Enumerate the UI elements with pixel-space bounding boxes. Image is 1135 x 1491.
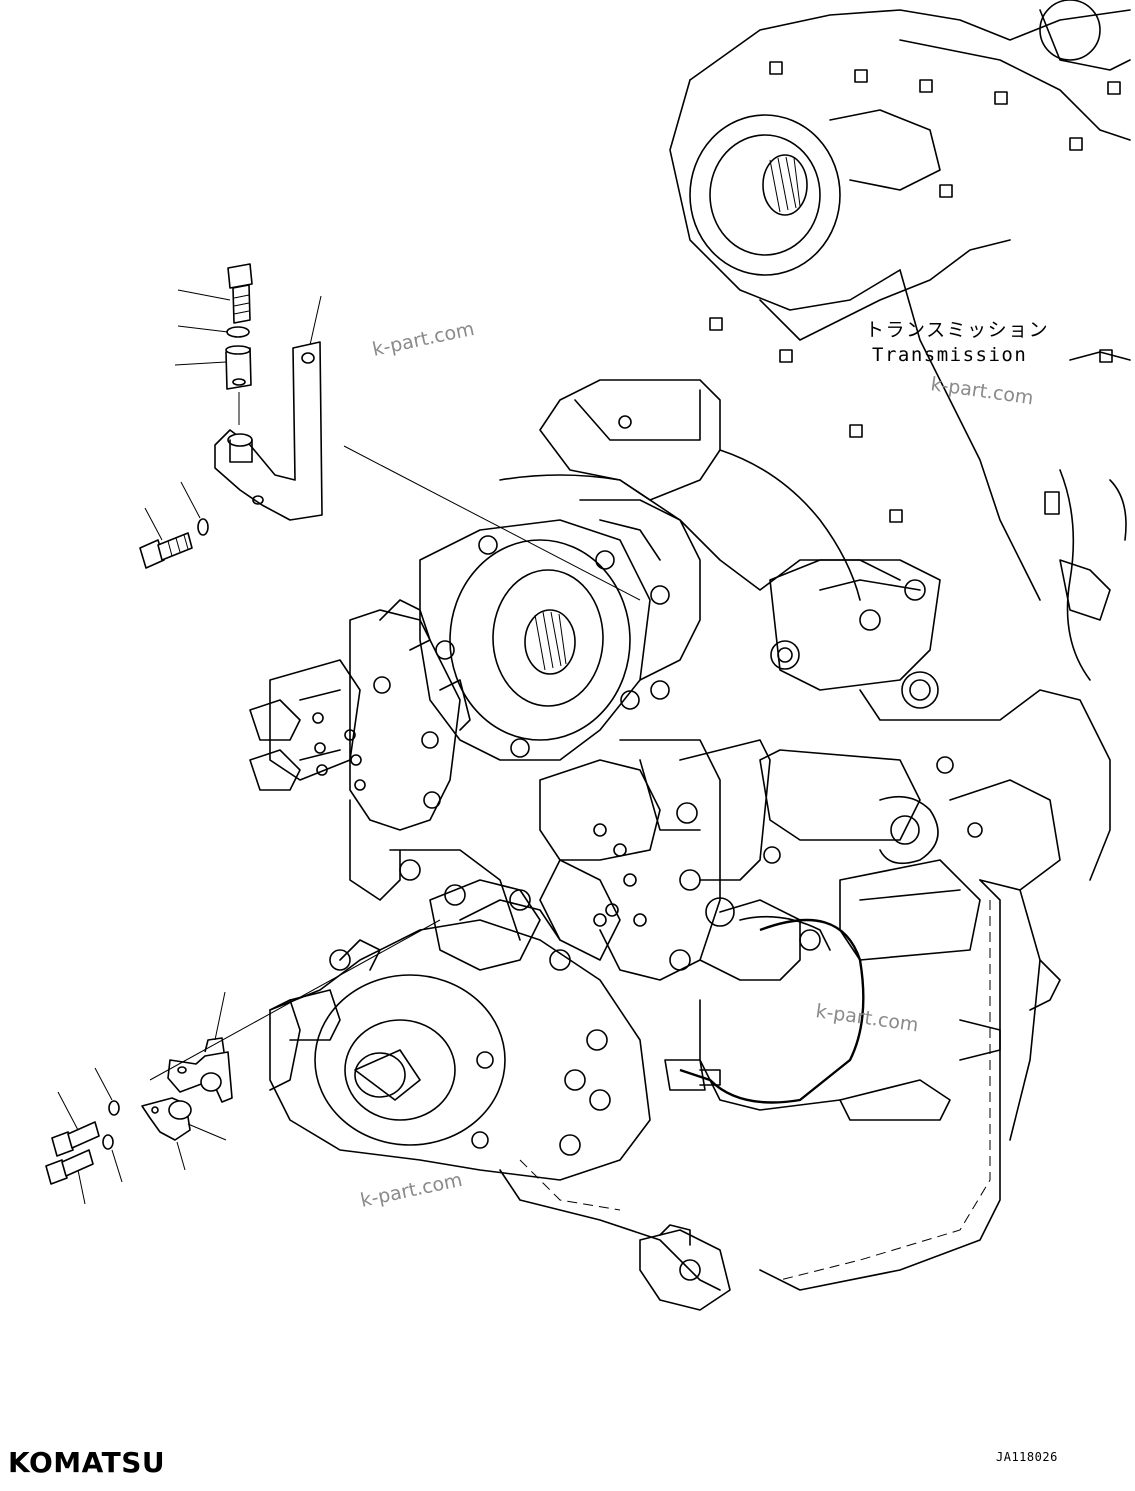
transmission-label-jp: トランスミッション bbox=[865, 319, 1049, 341]
clamp bbox=[141, 1097, 192, 1141]
clip-bracket bbox=[167, 1037, 233, 1103]
komatsu-logo: KOMATSU bbox=[8, 1446, 165, 1479]
callout-lines-upper bbox=[144, 289, 641, 601]
washer-lower-2 bbox=[102, 1134, 114, 1150]
drawing-code: JA118026 bbox=[996, 1450, 1058, 1464]
transmission-housing bbox=[669, 0, 1131, 681]
washer-upper bbox=[226, 326, 250, 338]
washer-lower-1 bbox=[108, 1100, 120, 1116]
left-valve-stack bbox=[249, 599, 471, 901]
bolt-upper bbox=[227, 263, 253, 324]
callout-lines-lower bbox=[57, 919, 441, 1205]
bolt-lower-2 bbox=[45, 1149, 94, 1185]
hydraulic-pump bbox=[269, 849, 731, 1311]
l-bracket bbox=[214, 341, 323, 521]
transmission-label-en: Transmission bbox=[872, 344, 1027, 366]
spacer-collar bbox=[225, 345, 252, 390]
watermark: k-part.com bbox=[370, 318, 476, 361]
bolt-side-upper bbox=[139, 532, 193, 569]
pump-flange bbox=[419, 499, 701, 761]
watermark: k-part.com bbox=[929, 373, 1035, 409]
washer-side-upper bbox=[197, 518, 209, 536]
watermark: k-part.com bbox=[814, 1000, 920, 1036]
bolt-lower-1 bbox=[51, 1121, 100, 1157]
upper-bracket-assembly bbox=[139, 263, 641, 601]
lower-bracket-assembly bbox=[45, 919, 441, 1205]
watermark: k-part.com bbox=[358, 1169, 464, 1212]
valve-body-assembly bbox=[499, 379, 1111, 1291]
